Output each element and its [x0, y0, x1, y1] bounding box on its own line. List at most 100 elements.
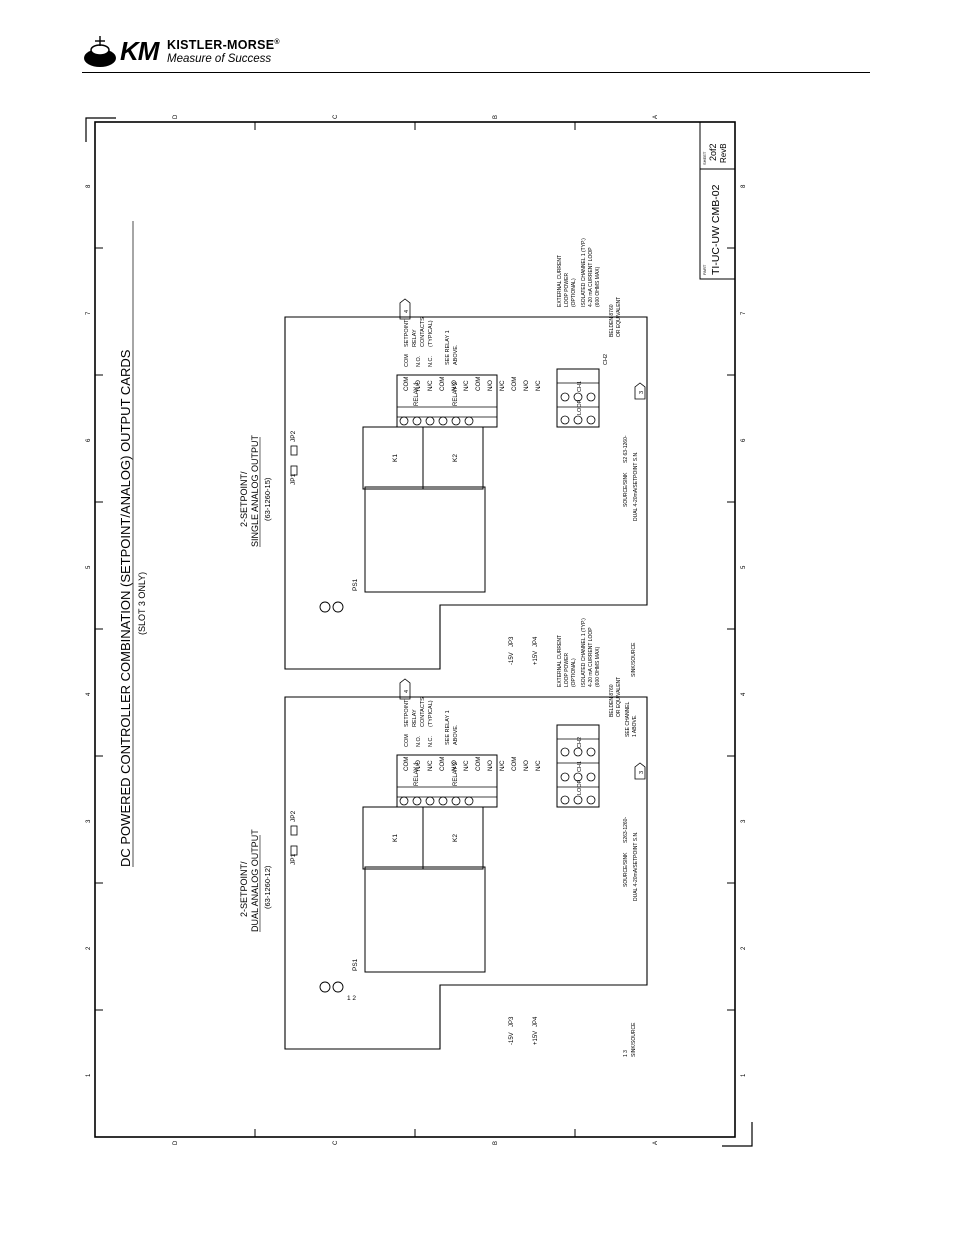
jp2-label-b: JP2 [290, 430, 297, 442]
relay-note-b: COM N.O. N.C. SETPOINT RELAY CONTACTS (T… [399, 298, 459, 367]
term-b-1: COM [403, 377, 410, 391]
note-ohms: (600 OHMS MAX) [595, 646, 601, 687]
zone-col-7: 7 [86, 311, 92, 315]
note-b-setpoint: SETPOINT [404, 319, 410, 347]
zone-col-4: 4 [86, 692, 92, 696]
note-above: ABOVE. [453, 724, 459, 745]
flag-3-b: 3 [639, 391, 645, 394]
note-relay: RELAY [412, 709, 418, 727]
zone-col-7b: 7 [741, 311, 747, 315]
zone-row-a2: A [653, 115, 659, 119]
ps1-label-b: PS1 [352, 578, 359, 591]
dual-sn-label-b: DUAL 4-20mA/SETPOINT S.N. [633, 452, 639, 521]
term-b-3: N/C [427, 380, 434, 391]
jp1-label: JP1 [290, 853, 297, 865]
company-name: KISTLER-MORSE® [167, 38, 280, 52]
ch2-label-b: CH2 [603, 354, 609, 365]
led-labels: 1 2 [347, 995, 356, 1002]
revision: RevB [719, 143, 728, 163]
zone-col-1b: 1 [741, 1073, 747, 1077]
card-dual-analog: 2-SETPOINT/ DUAL ANALOG OUTPUT (63-1260-… [239, 618, 648, 1057]
zone-row-a: A [653, 1141, 659, 1145]
zone-col-8b: 8 [741, 184, 747, 188]
note-b-loop-power: LOOP POWER [564, 273, 570, 307]
term-b-4: COM [439, 377, 446, 391]
card-single-title-2: SINGLE ANALOG OUTPUT [250, 434, 260, 547]
term-12: N/C [535, 760, 542, 771]
jp1-label-b: JP1 [290, 473, 297, 485]
card-dual-title-2: DUAL ANALOG OUTPUT [250, 829, 260, 932]
zone-row-b: B [493, 1141, 499, 1145]
relay1-block-label-b: RELAY 1 [414, 381, 420, 406]
card-dual-part: (63-1260-12) [263, 865, 272, 909]
note-b-nc: N.C. [428, 356, 434, 367]
relay2-block-label-b: RELAY 2 [453, 381, 459, 406]
term-4: COM [439, 757, 446, 771]
part-label: PART [702, 264, 707, 275]
term-6: N/C [463, 760, 470, 771]
card-single-part: (63-1260-15) [263, 477, 272, 521]
sheet-subtitle: (SLOT 3 ONLY) [137, 572, 147, 635]
zone-row-d2: D [173, 114, 179, 119]
relay-note: COM N.O. N.C. SETPOINT RELAY CONTACTS (T… [399, 678, 459, 747]
k1-label: K1 [392, 834, 399, 842]
analog-note-b: EXTERNAL CURRENT LOOP POWER (OPTIONAL) I… [557, 238, 622, 337]
loop-label: LOOP [577, 779, 583, 795]
note-b-belden: BELDEN 8760 [609, 304, 615, 337]
note-ma: 4-20 mA CURRENT LOOP [588, 627, 594, 687]
brand-mark: KM [120, 36, 159, 66]
card-single-analog: 2-SETPOINT/ SINGLE ANALOG OUTPUT (63-126… [239, 238, 648, 677]
zone-col-5: 5 [86, 565, 92, 569]
term-b-5: N/O [451, 380, 458, 391]
note-ext: EXTERNAL CURRENT [557, 635, 563, 687]
relay1-block-label: RELAY 1 [414, 761, 420, 786]
term-10: COM [511, 757, 518, 771]
header-divider [82, 72, 870, 73]
note-no: N.O. [416, 735, 422, 747]
note-b-relay: RELAY [412, 329, 418, 347]
term-1: COM [403, 757, 410, 771]
zone-col-6b: 6 [741, 438, 747, 442]
ch1-label-b: CH1 [577, 381, 583, 392]
card-single-title-1: 2-SETPOINT/ [239, 471, 249, 527]
note-one-above: 1 ABOVE. [632, 714, 638, 737]
sheet-title: DC POWERED CONTROLLER COMBINATION (SETPO… [118, 349, 133, 867]
zone-col-8: 8 [86, 184, 92, 188]
term-b-12: N/C [535, 380, 542, 391]
note-typical: (TYPICAL) [428, 700, 434, 727]
note-b-com: COM [404, 354, 410, 367]
zone-row-c2: C [333, 114, 339, 119]
zone-col-3b: 3 [741, 819, 747, 823]
zone-col-2: 2 [86, 946, 92, 950]
flag-4: 4 [404, 690, 410, 693]
term-5: N/O [451, 760, 458, 771]
plus15-label: +15V [533, 1031, 539, 1045]
analog-note: EXTERNAL CURRENT LOOP POWER (OPTIONAL) I… [557, 618, 638, 737]
jp3-label-b: JP3 [509, 636, 515, 647]
term-8: N/O [487, 760, 494, 771]
zone-col-3: 3 [86, 819, 92, 823]
sheet-label: SHEET [702, 151, 707, 165]
minus15-label-b: -15V [509, 652, 515, 665]
km-logo-icon [84, 36, 116, 67]
wiring-diagram: 1 2 3 4 5 6 7 8 1 2 3 4 5 6 7 8 D C B A … [85, 114, 753, 1147]
relay-terminal-block: RELAY 1 RELAY 2 [396, 754, 498, 808]
rev-label-b: S2 63-1260- [623, 435, 629, 463]
note-b-see-relay1: SEE RELAY 1 [445, 330, 451, 365]
ch2-label: CH2 [577, 737, 583, 748]
dual-sn-label: DUAL 4-20mA/SETPOINT S.N. [633, 832, 639, 901]
ch1-label: CH1 [577, 761, 583, 772]
relay2-block-label: RELAY 2 [453, 761, 459, 786]
rev-label: S263-1260- [623, 817, 629, 843]
term-9: N/C [499, 760, 506, 771]
term-b-6: N/C [463, 380, 470, 391]
note-isolated: ISOLATED CHANNEL 1 (TYP.) [581, 618, 587, 687]
term-b-10: COM [511, 377, 518, 391]
flag-4-b: 4 [404, 310, 410, 313]
term-3: N/C [427, 760, 434, 771]
note-b-ohms: (600 OHMS MAX) [595, 266, 601, 307]
zone-row-b2: B [493, 115, 499, 119]
term-11: N/O [523, 760, 530, 771]
ps1-label: PS1 [352, 958, 359, 971]
page-header: KM KISTLER-MORSE® Measure of Success [0, 0, 954, 80]
